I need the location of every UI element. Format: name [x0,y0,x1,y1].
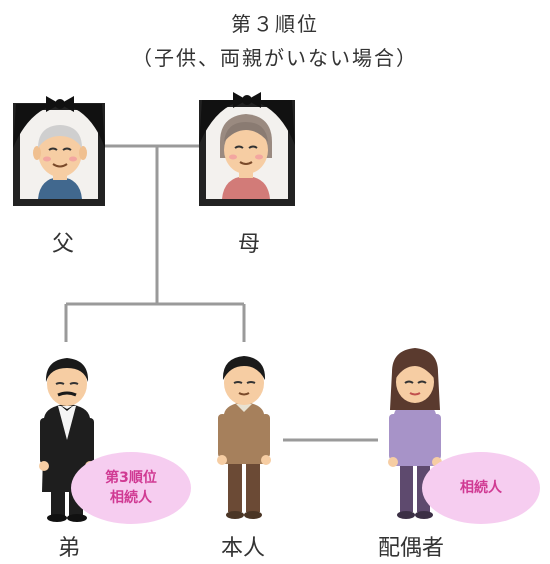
heir-badge-spouse: 相続人 [422,452,540,524]
heir-badge-brother-line1: 第3順位 [105,470,157,486]
label-brother: 弟 [58,536,81,561]
label-self: 本人 [221,536,266,561]
heir-badge-brother: 第3順位 相続人 [71,452,191,524]
father-portrait [13,96,105,206]
label-mother: 母 [238,232,261,257]
self-figure [217,356,271,519]
label-spouse: 配偶者 [378,536,445,561]
diagram-title: 第３順位 [231,12,319,36]
diagram-subtitle: （子供、両親がいない場合） [132,46,418,70]
connector-lines [64,144,378,442]
heir-badge-spouse-label: 相続人 [460,480,502,496]
heir-badge-brother-line2: 相続人 [110,490,152,506]
label-father: 父 [52,232,75,257]
mother-portrait [199,92,295,206]
